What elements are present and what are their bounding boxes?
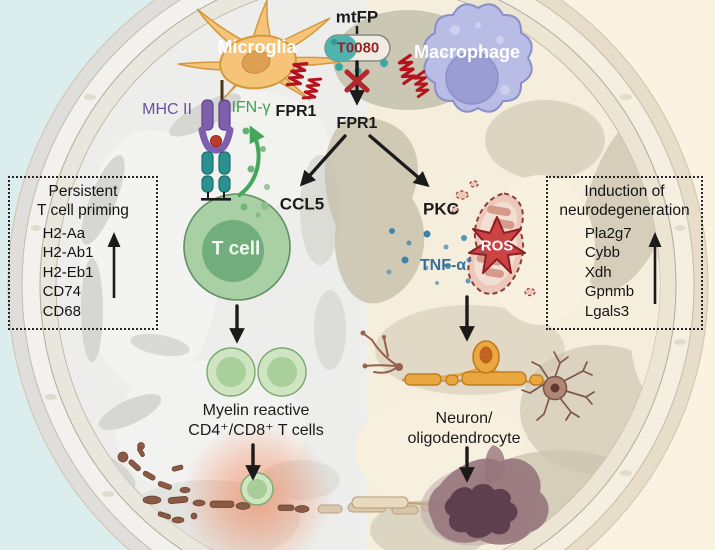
right-box-gene-list: Pla2g7 Cybb Xdh Gpnmb Lgals3 [585,224,634,322]
blocked-x-icon [344,69,370,93]
label-fpr1-microglia: FPR1 [275,103,317,120]
label-microglia: Microglia [217,37,297,57]
gene-item: H2-Ab1 [42,244,94,262]
induction-of-neurodegeneration-box: Induction of neurodegeneration Pla2g7 Cy… [546,176,703,330]
label-t0080: T0080 [336,39,380,57]
gene-item: CD74 [42,283,81,301]
arrow-fpr1-to-pkc [368,134,430,188]
upregulation-arrow-icon [648,231,662,304]
persistent-t-cell-priming-box: Persistent T cell priming H2-Aa H2-Ab1 H… [8,176,158,330]
tcr-icon [201,151,231,193]
label-ccl5: CCL5 [279,194,325,214]
gene-item: Pla2g7 [584,224,632,242]
skull-diploe-speckles [31,94,686,497]
label-t-cell: T cell [211,238,261,260]
gene-item: Xdh [584,263,612,281]
label-ros: ROS [480,237,514,255]
label-myelin-caption-2: CD4⁺/CD8⁺ T cells [188,422,324,439]
gene-item: Gpnmb [584,283,635,301]
label-mtfp: mtFP [335,7,379,27]
label-ifng: IFN-γ [231,99,271,116]
mhc2-tcr-complex [198,80,234,201]
ifng-secretion [236,125,270,218]
gene-item: Lgals3 [584,302,630,320]
t0080-inhibitor [324,26,391,75]
mitochondria [451,180,536,297]
myelin-reactive-t-cells [206,347,307,397]
label-fpr1-blocked: FPR1 [336,115,378,132]
macrophage-cell [423,3,533,113]
gene-item: H2-Aa [42,224,86,242]
label-macrophage: Macrophage [413,42,521,62]
label-neuron-caption-2: oligodendrocyte [407,430,521,447]
t-cell [183,193,291,301]
left-box-title-line1: Persistent [48,183,118,200]
gene-item: Cybb [584,244,620,262]
label-myelin-caption-1: Myelin reactive [202,402,310,419]
antigen-icon [210,135,222,147]
label-tnfa: TNF-α [419,257,467,274]
label-pkc: PKC [423,199,459,219]
left-box-gene-list: H2-Aa H2-Ab1 H2-Eb1 CD74 CD68 [43,224,94,322]
label-mhc2: MHC II [142,101,192,118]
arrow-fpr1-to-ccl5 [299,134,347,187]
label-neuron-caption-1: Neuron/ [435,410,493,427]
right-box-title-line2: neurodegeneration [559,201,690,219]
myelin-sheath [404,371,544,386]
neuron-dendrites [521,351,595,421]
degenerated-neuron-lesion [351,445,549,546]
left-box-title-line2: T cell priming [37,201,129,219]
gene-item: CD68 [42,302,81,320]
right-box-title-line1: Induction of [584,183,665,200]
damaged-neuron [117,422,441,550]
ros-burst-icon [468,216,526,274]
gene-item: H2-Eb1 [42,263,94,281]
tnfa-dots [386,228,486,285]
upregulation-arrow-icon [107,231,121,298]
neuron-oligodendrocyte [360,330,595,421]
